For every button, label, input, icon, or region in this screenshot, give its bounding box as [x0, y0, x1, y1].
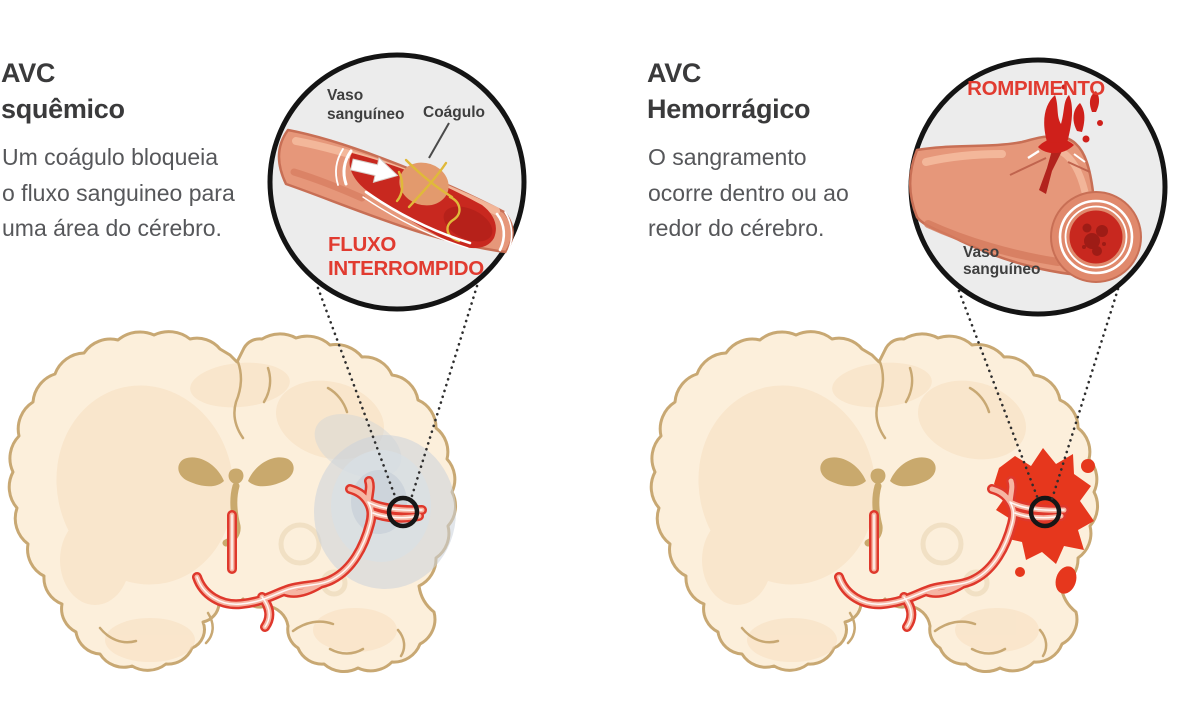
right-desc-line2: ocorre dentro ou ao	[648, 179, 849, 206]
left-connector-b	[409, 284, 479, 501]
vessel-bottom-shade	[924, 220, 1062, 266]
left-inset-caption-line1: FLUXO	[328, 233, 396, 256]
blood-flow-arrow	[350, 156, 399, 183]
right-title-line1: AVC	[647, 58, 702, 88]
blood-cells	[1082, 223, 1108, 256]
right-title: AVC Hemorrágico	[647, 55, 811, 127]
blockage-site-marker	[386, 495, 420, 529]
left-desc-line1: Um coágulo bloqueia	[2, 144, 219, 170]
clot-pointer-line	[428, 122, 450, 159]
clot	[399, 162, 449, 206]
right-description: O sangramento ocorre dentro ou ao redor …	[648, 140, 849, 247]
hemorrhagic-inset: ROMPIMENTO Vaso sanguíneo	[908, 57, 1168, 317]
right-inset-vessel-label-line2: sanguíneo	[963, 261, 1041, 278]
hemorrhagic-brain	[651, 332, 1097, 672]
rupture-crack	[1009, 138, 1091, 194]
left-inset-vessel-label-line2: sanguíneo	[327, 106, 405, 123]
right-connector-b	[1050, 287, 1120, 501]
vessel-cut-edges	[335, 148, 513, 254]
rupture-site-marker	[1028, 495, 1062, 529]
vessel-open-end	[1050, 191, 1142, 283]
clot-label: Coágulo	[423, 104, 485, 121]
magnifier-connectors	[316, 284, 1120, 501]
left-title-line1: AVC	[1, 58, 56, 88]
right-inset-vessel-label-line1: Vaso	[963, 244, 999, 261]
ischemic-brain	[9, 332, 456, 672]
left-title: AVC squêmico	[1, 55, 125, 127]
right-title-line2: Hemorrágico	[647, 94, 811, 124]
vessel-bottom-shade	[290, 168, 366, 202]
right-desc-line3: redor do cérebro.	[648, 215, 825, 241]
blood-spurt	[1044, 84, 1103, 143]
left-inset-vessel-label-line1: Vaso	[327, 87, 363, 104]
left-title-line2: squêmico	[1, 94, 125, 124]
left-description: Um coágulo bloqueia o fluxo sanguineo pa…	[2, 140, 235, 247]
right-connector-a	[957, 289, 1040, 501]
lumen-dark-pool	[443, 206, 493, 242]
ischemic-inset: Vaso sanguíneo Coágulo FLUXO INTERROMPID…	[267, 52, 527, 312]
left-inset-caption-line2: INTERROMPIDO	[328, 257, 484, 280]
left-desc-line3: uma área do cérebro.	[2, 215, 222, 241]
right-desc-line1: O sangramento	[648, 144, 807, 170]
left-desc-line2: o fluxo sanguineo para	[2, 179, 235, 206]
vessel-top-highlight	[922, 150, 1006, 166]
right-inset-caption: ROMPIMENTO	[967, 77, 1105, 100]
left-connector-a	[316, 286, 398, 501]
vessel-top-highlight-2	[1058, 148, 1089, 196]
